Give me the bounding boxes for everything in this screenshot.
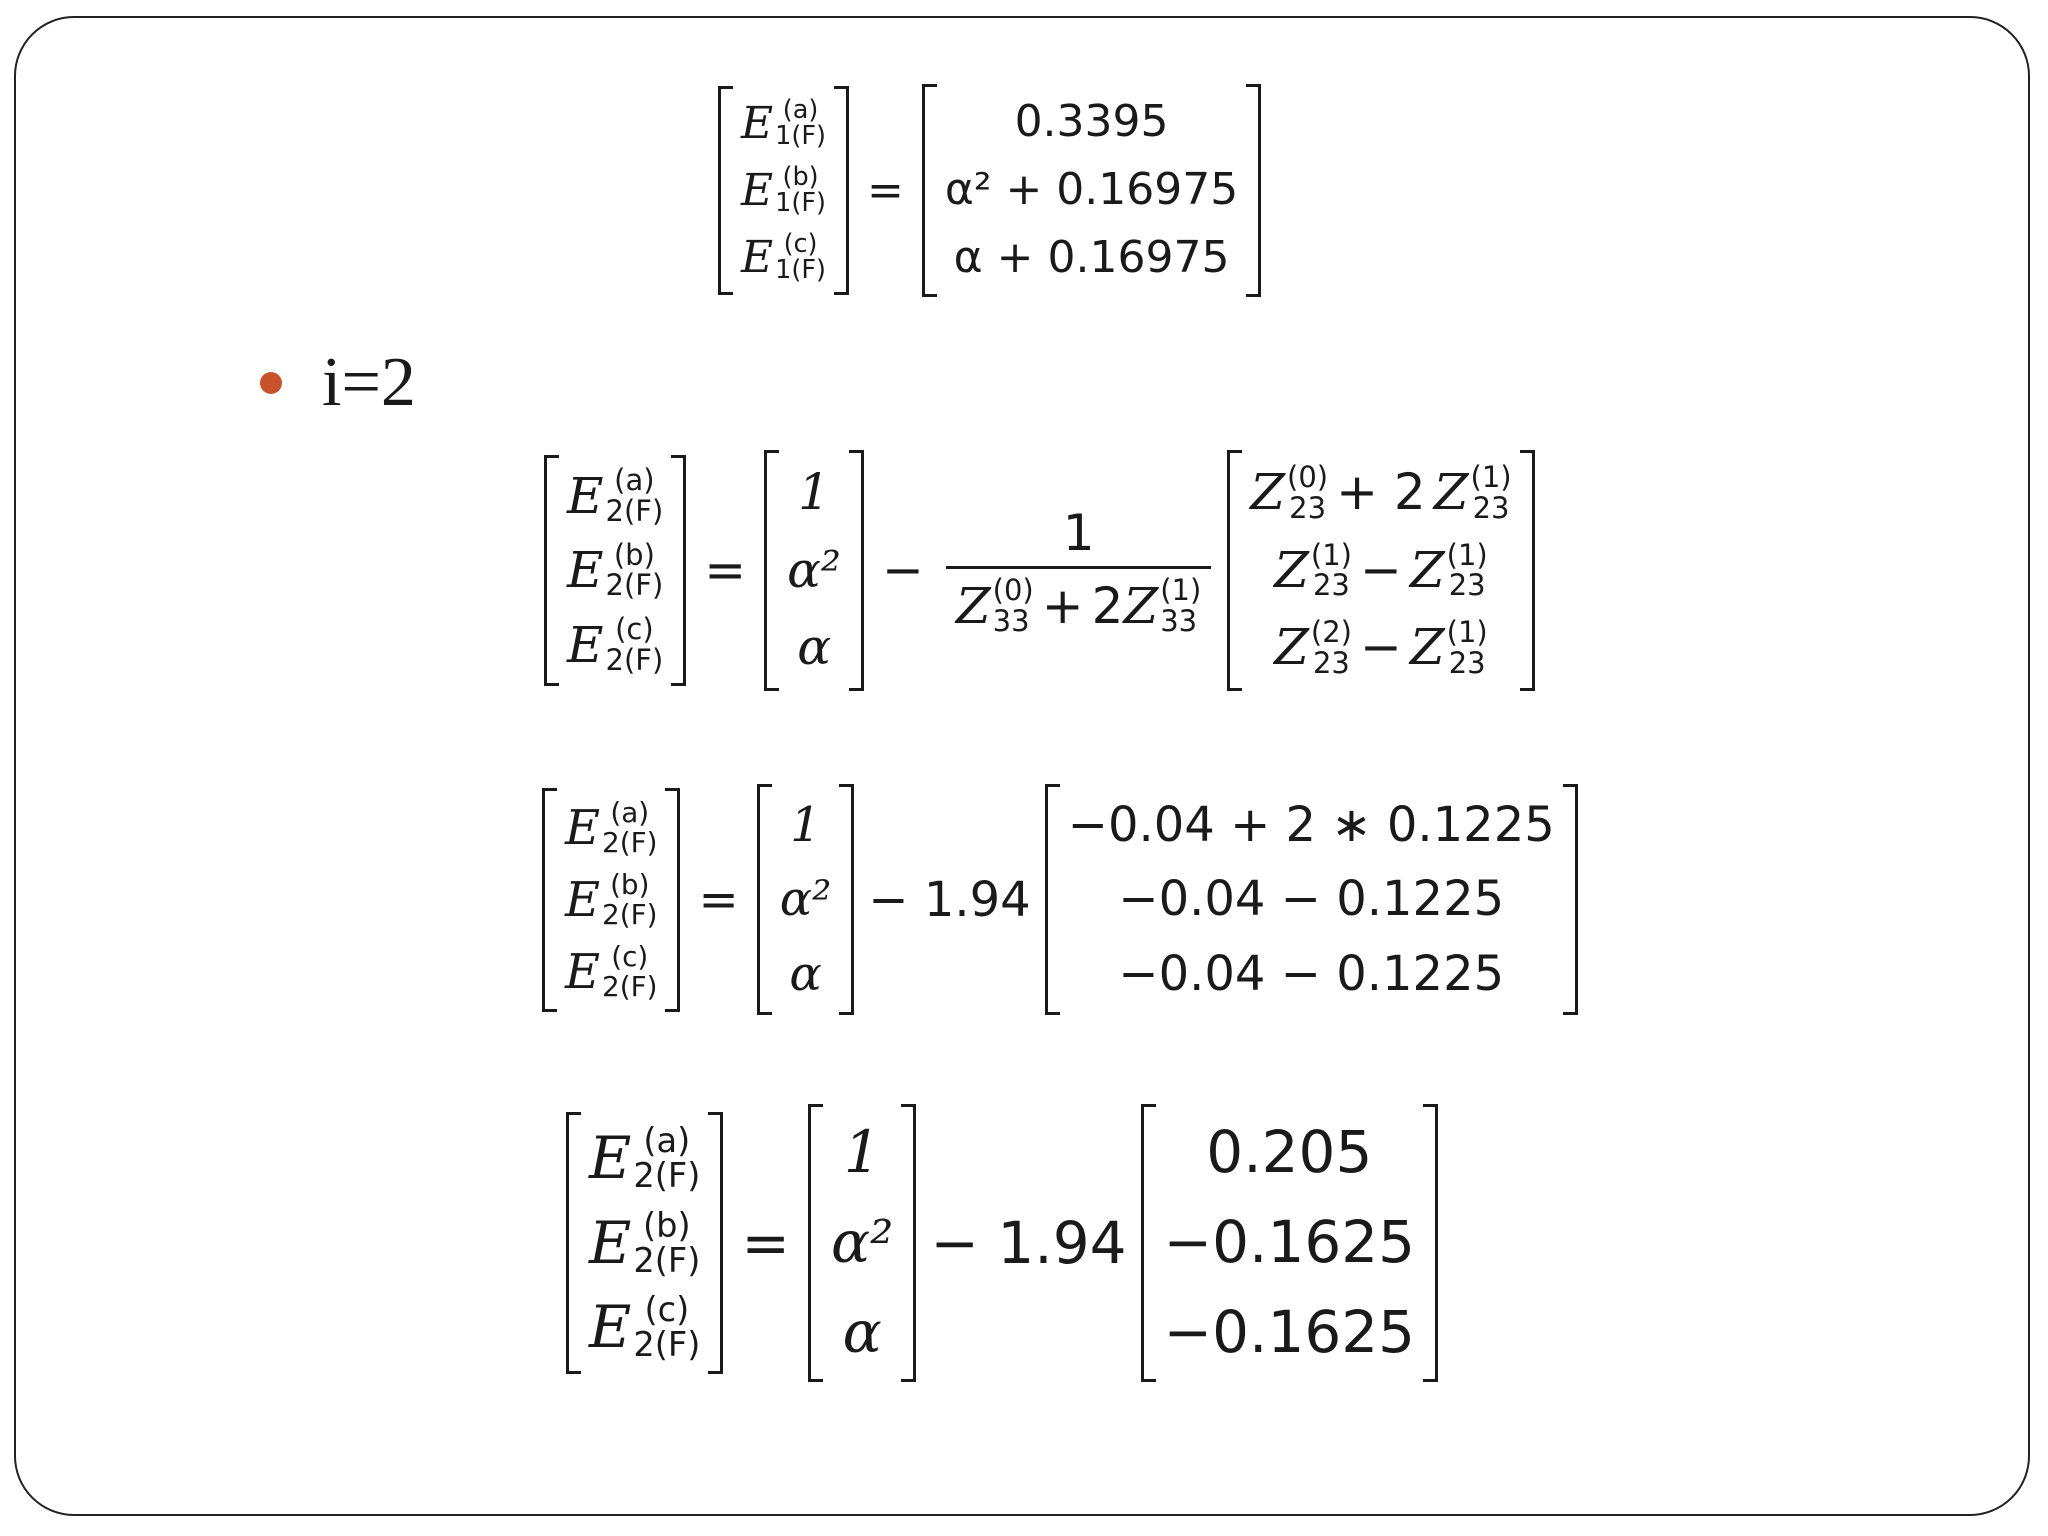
- equals-sign: =: [698, 871, 739, 928]
- unit-vector: 1 α² α: [764, 450, 864, 691]
- rhs-matrix: 0.205 −0.1625 −0.1625: [1140, 1104, 1439, 1382]
- equation-i2-substituted: E(a)2(F) E(b)2(F) E(c)2(F) = 1 α² α − 1.…: [536, 784, 1584, 1016]
- lhs-matrix: E(a)1(F) E(b)1(F) E(c)1(F): [718, 85, 849, 295]
- equation-i2-general: E(a)2(F) E(b)2(F) E(c)2(F) = 1 α² α − 1 …: [538, 450, 1541, 691]
- impedance-fraction: 1 Z(0)33 + 2 Z(1)33: [945, 504, 1212, 636]
- equals-sign: =: [866, 164, 904, 216]
- lhs-matrix: E(a)2(F) E(b)2(F) E(c)2(F): [542, 787, 681, 1012]
- bullet-dot: [260, 372, 282, 394]
- unit-vector: 1 α² α: [807, 1104, 917, 1382]
- equation-i1: E(a)1(F) E(b)1(F) E(c)1(F) = 0.3395 α² +…: [712, 84, 1267, 297]
- rhs-matrix: 0.3395 α² + 0.16975 α + 0.16975: [921, 84, 1262, 297]
- equals-sign: =: [704, 541, 747, 600]
- equals-sign: =: [741, 1208, 790, 1277]
- lhs-matrix: E(a)2(F) E(b)2(F) E(c)2(F): [566, 1112, 724, 1374]
- coefficient: − 1.94: [930, 1208, 1127, 1277]
- rhs-matrix: −0.04 + 2 ∗ 0.1225 −0.04 − 0.1225 −0.04 …: [1044, 784, 1578, 1016]
- lhs-matrix: E(a)2(F) E(b)2(F) E(c)2(F): [544, 454, 687, 686]
- bullet-text: i=2: [322, 344, 416, 421]
- equation-i2-result: E(a)2(F) E(b)2(F) E(c)2(F) = 1 α² α − 1.…: [560, 1104, 1444, 1382]
- slide-frame: [14, 16, 2030, 1516]
- minus-sign: −: [881, 541, 924, 600]
- bullet-item: i=2: [260, 348, 416, 418]
- unit-vector: 1 α² α: [756, 784, 855, 1016]
- coefficient: − 1.94: [868, 871, 1031, 928]
